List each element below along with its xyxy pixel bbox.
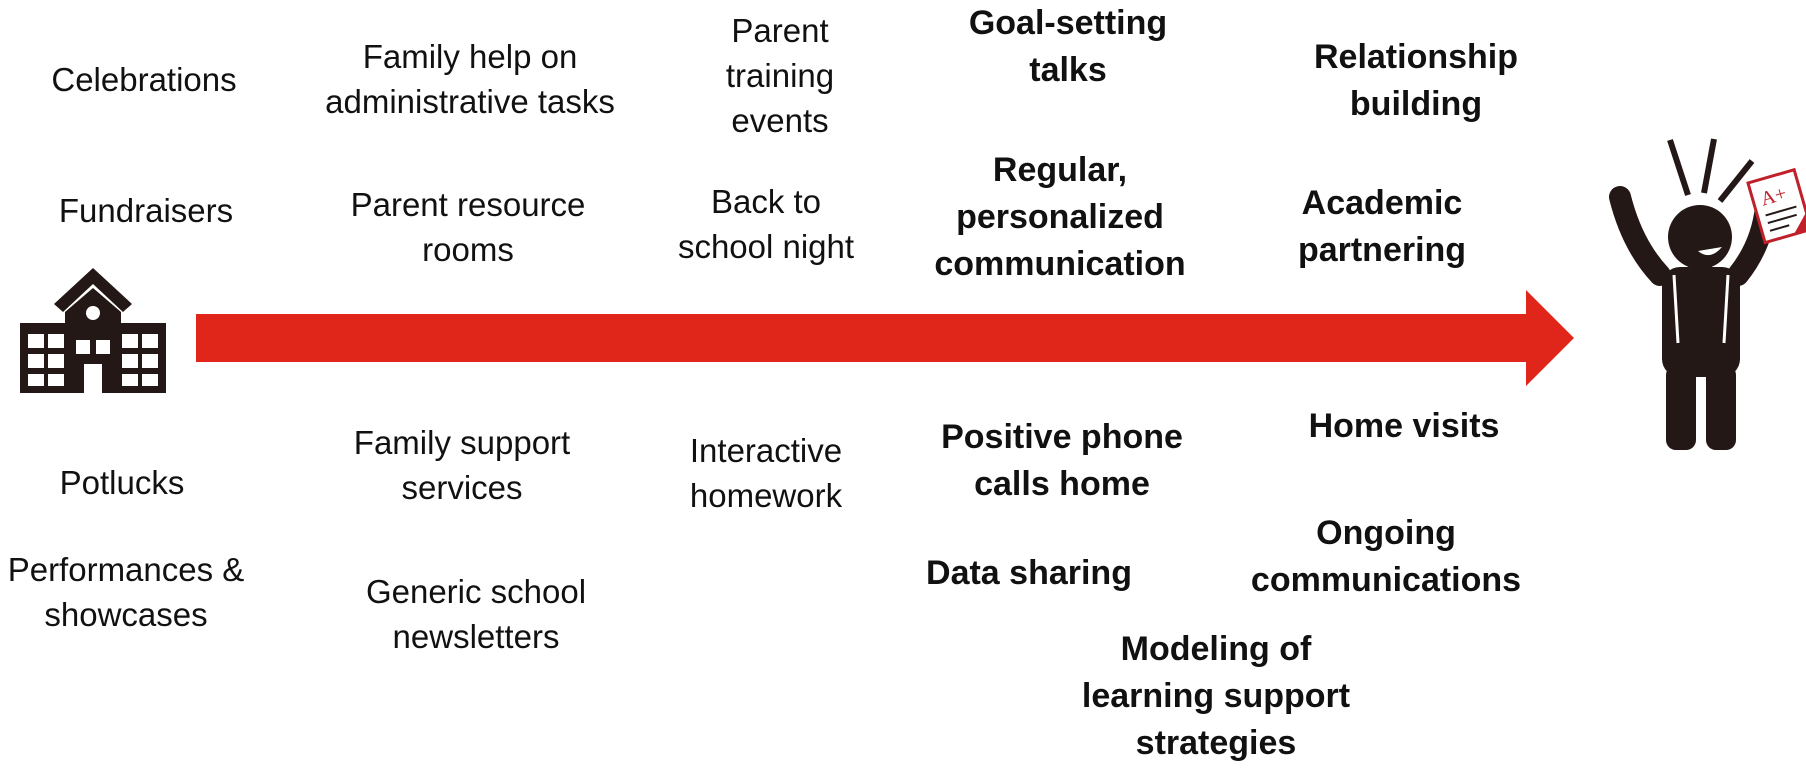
label-data-sharing: Data sharing — [926, 554, 1132, 592]
label-relationship-building: Relationship building — [1313, 38, 1519, 123]
label-generic-newsletters: Generic school newsletters — [365, 573, 587, 655]
label-performances-showcases: Performances & showcases — [7, 551, 245, 633]
label-home-visits: Home visits — [1308, 407, 1500, 445]
label-family-help-admin: Family help on administrative tasks — [325, 38, 615, 120]
label-ongoing-communications: Ongoing communications — [1250, 514, 1522, 599]
label-parent-resource-rooms: Parent resource rooms — [350, 186, 586, 268]
label-parent-training-events: Parent training events — [725, 12, 835, 139]
school-building-icon — [20, 268, 166, 393]
label-positive-phone-calls: Positive phone calls home — [941, 418, 1183, 503]
label-back-to-school-night: Back to school night — [677, 183, 855, 265]
label-academic-partnering: Academic partnering — [1297, 184, 1467, 269]
label-celebrations: Celebrations — [51, 61, 237, 98]
label-modeling-learning-support: Modeling of learning support strategies — [1081, 630, 1351, 762]
label-interactive-homework: Interactive homework — [689, 432, 843, 514]
label-regular-personalized-communication: Regular, personalized communication — [934, 151, 1186, 283]
label-goal-setting-talks: Goal-setting talks — [968, 4, 1168, 89]
label-potlucks: Potlucks — [59, 464, 185, 501]
celebrating-student-icon: A+ — [1602, 135, 1806, 455]
label-fundraisers: Fundraisers — [58, 192, 234, 229]
progression-arrow — [196, 290, 1574, 386]
label-family-support-services: Family support services — [353, 424, 571, 506]
